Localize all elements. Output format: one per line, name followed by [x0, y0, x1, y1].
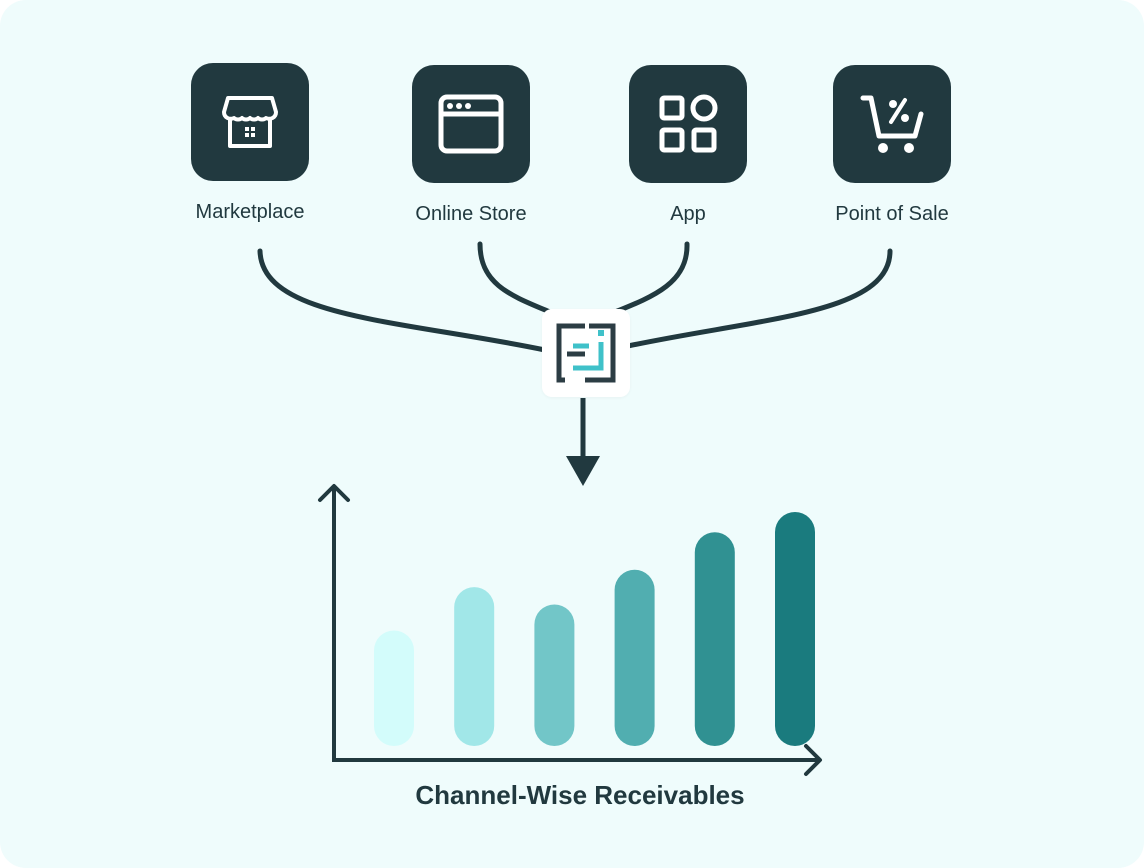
- channel-point-of-sale: Point of Sale: [802, 65, 982, 226]
- channel-tile: [412, 65, 530, 183]
- channel-marketplace: Marketplace: [160, 63, 340, 224]
- channel-online-store: Online Store: [381, 65, 561, 226]
- hub-logo-box: [542, 309, 630, 397]
- brand-logo-icon: [556, 323, 616, 383]
- bars-group: [374, 512, 815, 746]
- bar-5: [694, 532, 735, 746]
- channel-label: App: [670, 203, 706, 225]
- connector-online-store: [477, 241, 553, 315]
- chart-title: Channel-Wise Receivables: [415, 780, 745, 810]
- bar-2: [454, 587, 495, 746]
- down-arrow-head: [566, 456, 600, 486]
- bar-3: [534, 604, 575, 746]
- channel-tile: [833, 65, 951, 183]
- connector-marketplace: [257, 248, 548, 353]
- channel-tile: [629, 65, 747, 183]
- channel-label: Online Store: [415, 203, 527, 225]
- x-axis-arrowhead: [804, 744, 822, 776]
- connector-point-of-sale: [625, 248, 893, 349]
- channel-app: App: [598, 65, 778, 226]
- y-axis-arrowhead: [318, 484, 350, 502]
- channel-tile: [191, 63, 309, 181]
- app-grid-icon: [659, 94, 718, 153]
- store-icon: [222, 96, 278, 148]
- bar-1: [374, 630, 414, 746]
- connector-app: [612, 241, 690, 315]
- browser-window-icon: [438, 94, 504, 154]
- bar-6: [775, 512, 815, 746]
- channel-label: Marketplace: [195, 201, 305, 223]
- channel-label: Point of Sale: [835, 203, 949, 225]
- bar-4: [614, 569, 655, 746]
- shopping-cart-discount-icon: [860, 95, 924, 153]
